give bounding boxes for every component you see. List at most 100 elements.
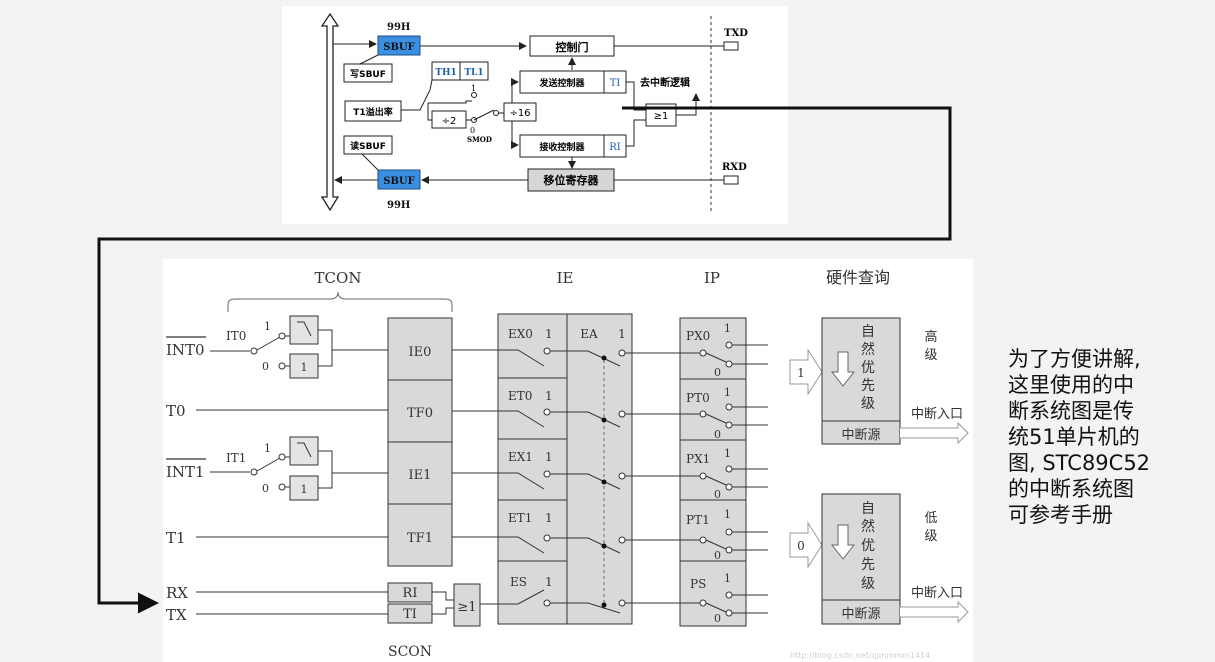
ip-bit-pt0-one: 1 xyxy=(724,386,731,399)
tcon-brace xyxy=(227,291,453,312)
sbuf-address-bottom: 99H xyxy=(387,200,410,211)
div16-label: ÷16 xyxy=(509,108,530,119)
input-t0: T0 xyxy=(166,402,186,420)
int0-level-buffer xyxy=(289,353,319,379)
ea-one: 1 xyxy=(618,327,626,341)
serial-or-gate-label: ≥1 xyxy=(654,111,669,122)
low-interrupt-source: 中断源 xyxy=(841,607,880,622)
input-int1: INT1 xyxy=(166,463,205,481)
low-natural-priority-3: 先 xyxy=(861,557,875,573)
high-interrupt-source: 中断源 xyxy=(841,428,880,443)
ip-bit-pt1-zero: 0 xyxy=(714,549,721,562)
ie-bit-ex0: EX0 xyxy=(508,327,533,341)
sbuf-top-label: SBUF xyxy=(383,42,415,53)
low-priority-input-arrow xyxy=(789,521,823,569)
side-note-line: 统51单片机的 xyxy=(1008,425,1140,449)
int0-edge-detector xyxy=(289,315,319,345)
ip-bit-px1-zero: 0 xyxy=(714,488,721,501)
ie-bit-es-one: 1 xyxy=(545,575,553,589)
hw-poll-header: 硬件查询 xyxy=(826,268,890,287)
ip-bit-px1: PX1 xyxy=(686,452,710,466)
ie-bit-es: ES xyxy=(510,575,527,589)
high-natural-priority-2: 优 xyxy=(861,360,875,376)
ie-bit-et0: ET0 xyxy=(508,389,532,403)
int0-level-label: 1 xyxy=(301,361,308,374)
tl1-label: TL1 xyxy=(464,68,483,78)
ie-bit-et0-one: 1 xyxy=(545,389,553,403)
side-note-line: 为了方便讲解, xyxy=(1008,347,1141,371)
high-natural-priority-0: 自 xyxy=(861,324,875,340)
sbuf-bottom-label: SBUF xyxy=(383,176,415,187)
ip-bit-ps-one: 1 xyxy=(724,572,731,585)
interrupt-system-diagram: TCON IE IP 硬件查询 INT0 T0 INT1 T1 RX TX IT… xyxy=(163,259,973,662)
div16-box xyxy=(503,102,537,122)
side-note: 为了方便讲解, 这里使用的中 断系统图是传 统51单片机的 图, STC89C5… xyxy=(1008,346,1193,528)
high-interrupt-entry: 中断入口 xyxy=(911,407,963,422)
read-sbuf-box xyxy=(343,135,393,155)
watermark: http://blog.csdn.net/qjmmmm1414 xyxy=(790,651,930,660)
ip-bit-pt1-one: 1 xyxy=(724,508,731,521)
high-interrupt-entry-arrow xyxy=(900,421,969,445)
input-t1: T1 xyxy=(166,529,186,547)
low-level-0: 低 xyxy=(924,511,937,526)
txd-label: TXD xyxy=(724,28,748,39)
flag-ti: TI xyxy=(403,607,417,622)
input-tx: TX xyxy=(166,606,187,624)
side-note-line: 的中断系统图 xyxy=(1008,477,1134,501)
low-natural-priority-4: 级 xyxy=(861,576,875,592)
high-natural-priority-3: 先 xyxy=(861,378,875,394)
to-interrupt-logic-label: 去中断逻辑 xyxy=(640,76,690,89)
flag-tf1: TF1 xyxy=(407,531,433,546)
low-natural-priority-2: 优 xyxy=(861,538,875,554)
ip-bit-pt0: PT0 xyxy=(686,391,710,405)
shift-register-label: 移位寄存器 xyxy=(544,173,600,187)
div2-label: ÷2 xyxy=(442,116,457,127)
flag-ri: RI xyxy=(403,586,418,601)
low-interrupt-entry: 中断入口 xyxy=(911,586,963,601)
input-int0: INT0 xyxy=(166,341,205,359)
read-sbuf-label: 读SBUF xyxy=(350,140,386,152)
ie-block xyxy=(497,313,633,625)
ip-bit-ps: PS xyxy=(690,577,706,591)
input-rx: RX xyxy=(166,584,188,602)
low-level-1: 级 xyxy=(924,529,937,544)
th1-label: TH1 xyxy=(435,68,456,78)
side-note-line: 这里使用的中 xyxy=(1008,373,1134,397)
high-natural-priority-4: 级 xyxy=(861,396,875,412)
high-priority-poll-block xyxy=(821,317,901,445)
int1-level-label: 1 xyxy=(301,483,308,496)
sbuf-address-top: 99H xyxy=(387,22,410,33)
data-bus-arrow xyxy=(320,12,340,212)
int1-edge-detector xyxy=(289,436,319,466)
ip-bit-px0: PX0 xyxy=(686,329,710,343)
t1-overflow-label: T1溢出率 xyxy=(353,106,392,118)
ie-bit-ex0-one: 1 xyxy=(545,327,553,341)
flag-ie1: IE1 xyxy=(409,468,432,483)
control-gate-label: 控制门 xyxy=(556,40,589,54)
t1-overflow-box xyxy=(344,100,402,122)
ie-switches: EX0 1 ET0 1 EX1 1 ET1 1 ES 1 xyxy=(498,327,680,614)
high-priority-input-arrow xyxy=(789,348,823,396)
serial-interrupt-connection xyxy=(97,106,952,614)
flag-tf0: TF0 xyxy=(407,406,433,421)
high-priority-down-arrow xyxy=(830,351,856,387)
tx-controller-label: 发送控制器 xyxy=(538,77,585,89)
low-priority-poll-block xyxy=(821,493,901,625)
rxd-pin xyxy=(723,175,739,185)
low-natural-priority-0: 自 xyxy=(861,501,875,517)
it1-label: IT1 xyxy=(226,451,246,465)
it0-zero: 0 xyxy=(262,360,269,373)
write-sbuf-box xyxy=(343,63,393,83)
ip-bit-px0-one: 1 xyxy=(724,322,731,335)
ip-bit-pt1: PT1 xyxy=(686,513,710,527)
scon-or-label: ≥1 xyxy=(457,600,476,615)
it0-one: 1 xyxy=(264,320,271,333)
serial-port-diagram: 99H SBUF 写SBUF 控制门 TXD TH1 TL1 T1溢出率 ÷2 … xyxy=(282,6,788,224)
side-note-line: 可参考手册 xyxy=(1008,503,1113,527)
side-note-line: 图, STC89C52 xyxy=(1008,451,1151,475)
write-sbuf-label: 写SBUF xyxy=(350,69,386,80)
smod-label: SMOD xyxy=(467,135,492,144)
high-level-0: 高 xyxy=(924,329,937,345)
low-priority-input-value: 0 xyxy=(797,539,805,553)
